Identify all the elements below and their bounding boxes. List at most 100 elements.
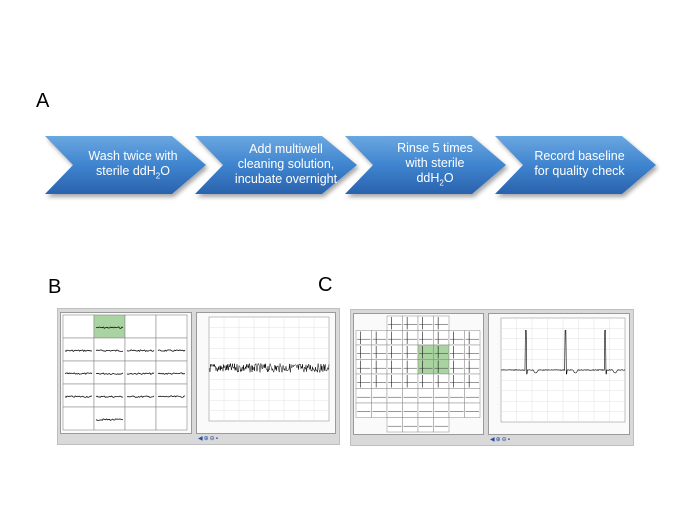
electrode-cell (124, 360, 157, 385)
electrode-cell (464, 344, 481, 360)
electrode-cell (371, 388, 388, 404)
electrode-cell (448, 373, 465, 389)
electrode-cell (155, 314, 188, 339)
electrode-trace (126, 395, 155, 398)
electrode-cell (386, 330, 403, 346)
electrode-trace (95, 349, 124, 352)
step-2-chevron (195, 136, 357, 194)
panel-label-c: C (318, 274, 333, 296)
electrode-cell (371, 344, 388, 360)
electrode-cell (124, 314, 157, 339)
electrode-grid-pane (60, 312, 192, 434)
electrode-cell (93, 337, 126, 362)
electrode-cell (62, 406, 95, 431)
zoom-out-icon[interactable]: ⊖ (501, 437, 508, 443)
electrode-cell (386, 388, 403, 404)
protocol-flow (45, 136, 656, 194)
step-1-chevron (45, 136, 206, 194)
step-4-chevron (495, 136, 656, 194)
electrode-trace (95, 326, 124, 329)
electrode-cell (402, 344, 419, 360)
electrode-cell (155, 337, 188, 362)
electrode-cell (93, 360, 126, 385)
zoom-in-icon[interactable]: ⊕ (495, 437, 502, 443)
electrode-trace (157, 349, 186, 352)
electrode-cell (464, 373, 481, 389)
zoom-out-icon[interactable]: ⊖ (209, 436, 216, 442)
electrode-trace (64, 349, 93, 352)
field-potential-trace (500, 330, 626, 375)
nav-arrow-icon[interactable]: ◀ (490, 437, 496, 443)
electrode-cell (386, 359, 403, 375)
electrode-cell (124, 406, 157, 431)
electrode-cell (464, 388, 481, 404)
electrode-cell (124, 383, 157, 408)
electrode-trace (64, 372, 93, 375)
step-3-label: Rinse 5 times with sterile ddH2O (397, 141, 473, 188)
electrode-cell (417, 315, 434, 331)
electrode-cell (155, 406, 188, 431)
electrode-cell (386, 344, 403, 360)
step-3-chevron (345, 136, 506, 194)
screenshot-b: ◀⊕⊖▪ (57, 308, 340, 445)
electrode-cell (433, 417, 450, 433)
step-4-label: Record baseline for quality check (534, 149, 625, 178)
electrode-cell (386, 373, 403, 389)
electrode-trace (126, 372, 155, 375)
electrode-cell (386, 402, 403, 418)
electrode-cell (433, 359, 450, 375)
save-icon[interactable]: ▪ (215, 436, 219, 442)
electrode-cell (433, 402, 450, 418)
panel-label-a: A (36, 90, 50, 112)
electrode-cell (402, 402, 419, 418)
electrode-cell (62, 360, 95, 385)
electrode-cell (448, 402, 465, 418)
electrode-trace (95, 418, 124, 421)
electrode-cell (464, 402, 481, 418)
step-1-label: Wash twice with sterile ddH2O (88, 149, 178, 181)
electrode-grid (62, 314, 188, 431)
electrode-cell (355, 373, 372, 389)
electrode-trace (157, 372, 186, 375)
zoom-in-icon[interactable]: ⊕ (203, 436, 210, 442)
toolbar-c: ◀⊕⊖▪ (490, 436, 511, 443)
step-2-label: Add multiwell cleaning solution, incubat… (234, 142, 338, 186)
electrode-cell (355, 359, 372, 375)
electrode-cell (62, 314, 95, 339)
electrode-cell (93, 314, 126, 339)
electrode-cell (402, 388, 419, 404)
electrode-trace (95, 395, 124, 398)
electrode-cell (448, 344, 465, 360)
electrode-trace (95, 372, 124, 375)
electrode-cell (464, 330, 481, 346)
electrode-cell (433, 373, 450, 389)
electrode-cell (155, 360, 188, 385)
noise-trace (208, 362, 330, 374)
nav-arrow-icon[interactable]: ◀ (198, 436, 204, 442)
electrode-trace (126, 349, 155, 353)
electrode-grid (355, 315, 481, 433)
save-icon[interactable]: ▪ (507, 437, 511, 443)
electrode-cell (402, 315, 419, 331)
electrode-cell (402, 417, 419, 433)
electrode-cell (417, 330, 434, 346)
electrode-cell (355, 330, 372, 346)
screenshot-c: ◀⊕⊖▪ (350, 309, 634, 446)
field-potential-plot (500, 317, 626, 423)
baseline-noise-plot (208, 316, 330, 422)
electrode-cell (93, 383, 126, 408)
electrode-cell (371, 359, 388, 375)
electrode-cell (417, 373, 434, 389)
electrode-cell (417, 402, 434, 418)
electrode-cell (433, 344, 450, 360)
electrode-cell (386, 315, 403, 331)
electrode-cell (371, 330, 388, 346)
trace-plot-pane (196, 312, 336, 434)
electrode-cell (386, 417, 403, 433)
electrode-cell (402, 359, 419, 375)
electrode-cell (464, 359, 481, 375)
trace-plot-pane (488, 313, 630, 435)
panel-label-b: B (48, 276, 62, 298)
electrode-cell (448, 388, 465, 404)
electrode-cell (433, 330, 450, 346)
